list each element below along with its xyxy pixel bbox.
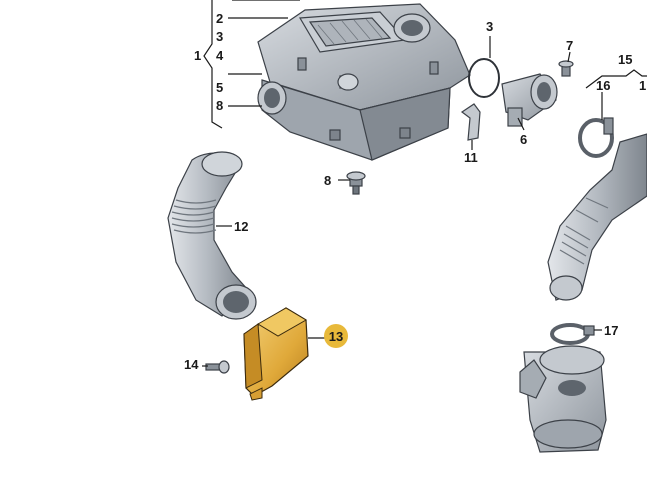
sealing-ring — [468, 58, 500, 98]
hose-clamp-17 — [550, 323, 590, 345]
callout-17: 17 — [604, 323, 618, 338]
callout-15: 15 — [618, 52, 632, 67]
callout-3-left: 3 — [216, 29, 223, 44]
breather-connector — [460, 103, 481, 141]
intake-pipe-15 — [547, 133, 647, 301]
screw-14 — [205, 360, 230, 374]
callout-1-right: 1 — [639, 78, 646, 93]
turbo-inlet-connector — [519, 345, 607, 453]
drain-valve — [346, 171, 366, 195]
callout-16: 16 — [596, 78, 610, 93]
callout-13: 13 — [329, 329, 343, 344]
callout-6: 6 — [520, 132, 527, 147]
callout-8-group: 8 — [216, 98, 223, 113]
callout-5: 5 — [216, 80, 223, 95]
callout-8: 8 — [324, 173, 331, 188]
leader-lines — [202, 0, 647, 367]
hose-clamp-16 — [578, 118, 614, 158]
callout-14: 14 — [184, 357, 199, 372]
callout-13-highlight — [324, 324, 348, 348]
air-guide-highlighted — [243, 307, 309, 401]
callout-7: 7 — [566, 38, 573, 53]
callout-4: 4 — [216, 48, 224, 63]
air-mass-meter — [501, 73, 558, 127]
intake-hose — [167, 151, 257, 320]
screw-7 — [558, 60, 574, 77]
callout-11: 11 — [464, 150, 478, 165]
callout-2: 2 — [216, 11, 223, 26]
callout-1: 1 — [194, 48, 201, 63]
callout-12: 12 — [234, 219, 248, 234]
callout-3: 3 — [486, 19, 493, 34]
air-filter-housing — [257, 3, 471, 161]
